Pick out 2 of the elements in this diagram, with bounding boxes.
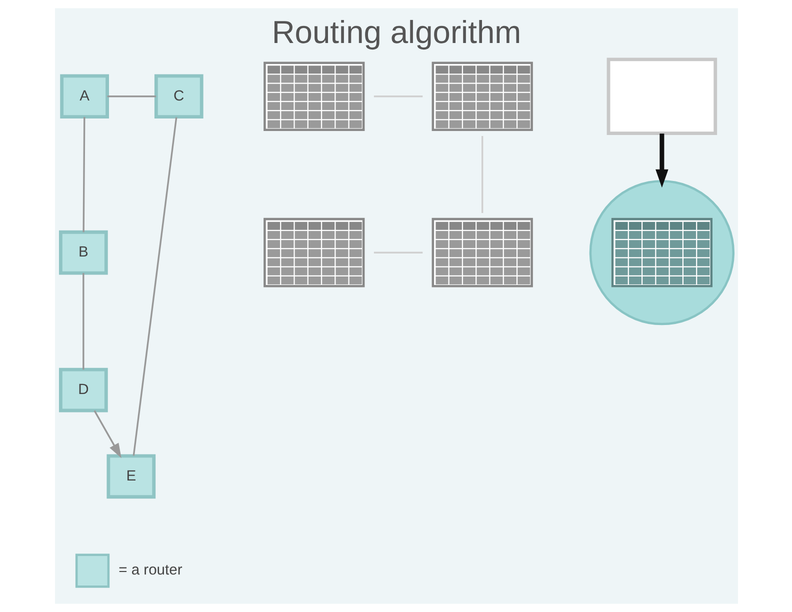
legend-label: = a router	[118, 562, 182, 579]
diagram-title: Routing algorithm	[271, 14, 521, 50]
